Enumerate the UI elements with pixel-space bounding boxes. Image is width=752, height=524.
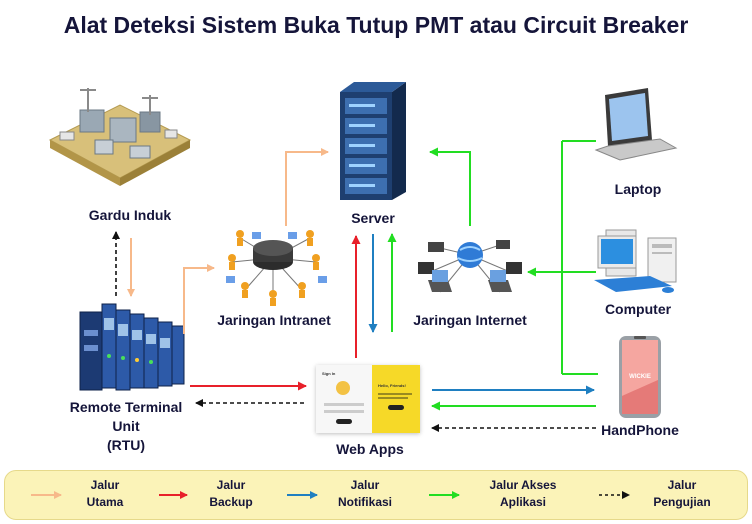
web-apps-login-panel: Sign In [316,365,372,433]
arrow-utama-intranet-to-server [285,148,329,226]
internet-network-icon [418,240,522,293]
laptop-icon [594,88,678,161]
arrow-utama-rtu-to-intranet [183,264,215,334]
arrow-akses-devices-bus [527,140,598,375]
label-gardu-induk: Gardu Induk [88,207,172,223]
legend-akses-line2: Aplikasi [499,495,547,509]
label-rtu-line2: Unit [112,418,140,434]
legend: Jalur Utama Jalur Backup Jalur Notifikas… [4,470,748,520]
label-server: Server [351,210,395,226]
handphone-icon: WICKIE [619,336,661,418]
label-jaringan-internet: Jaringan Internet [413,312,527,328]
legend-pengujian-line2: Pengujian [653,495,711,509]
legend-utama-line2: Utama [86,495,124,509]
label-web-apps: Web Apps [336,441,404,457]
arrow-akses-internet-to-server [429,147,471,226]
legend-pengujian-line1: Jalur [667,478,697,492]
label-rtu-line3: (RTU) [106,437,146,453]
web-apps-screen: Sign In Hello, Friends! [316,365,420,433]
label-handphone: HandPhone [601,422,679,438]
legend-item-notifikasi: Jalur Notifikasi [323,477,407,511]
label-computer: Computer [604,301,672,317]
rtu-icon [79,303,185,391]
server-icon [340,82,406,200]
legend-item-utama: Jalur Utama [69,477,141,511]
legend-utama-line1: Jalur [90,478,120,492]
legend-item-backup: Jalur Backup [195,477,267,511]
computer-icon [594,229,677,293]
label-rtu-line1: Remote Terminal [69,399,183,415]
label-rtu: Remote Terminal Unit (RTU) [48,398,204,455]
intranet-network-icon [226,230,327,306]
diagram-title: Alat Deteksi Sistem Buka Tutup PMT atau … [63,12,689,38]
web-apps-welcome-panel: Hello, Friends! [372,365,420,433]
legend-backup-line2: Backup [209,495,253,509]
substation-icon [48,88,192,186]
legend-swatches [31,491,630,499]
legend-notifikasi-line2: Notifikasi [337,495,392,509]
legend-backup-line1: Jalur [216,478,246,492]
label-laptop: Laptop [614,181,662,197]
legend-notifikasi-line1: Jalur [350,478,380,492]
phone-screen-text: WICKIE [629,374,651,380]
label-jaringan-intranet: Jaringan Intranet [217,312,331,328]
legend-item-akses: Jalur Akses Aplikasi [475,477,571,511]
legend-item-pengujian: Jalur Pengujian [637,477,727,511]
web-apps-hello: Hello, Friends! [378,383,406,388]
legend-akses-line1: Jalur Akses [489,478,557,492]
web-apps-sign-in: Sign In [322,371,336,376]
